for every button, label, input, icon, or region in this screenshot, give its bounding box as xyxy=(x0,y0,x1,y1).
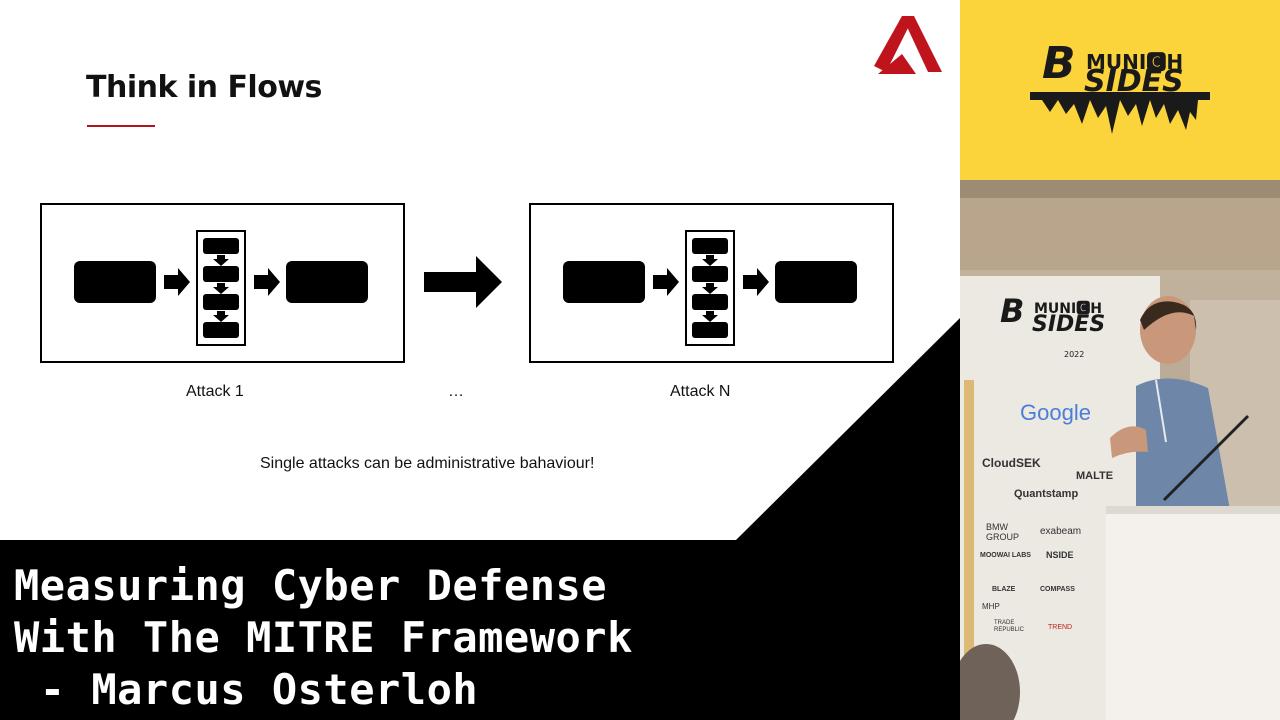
attack-n-caption: Attack N xyxy=(670,383,731,400)
flow-arrow-icon xyxy=(743,268,769,296)
stand-logo-city: MUNI🅲H xyxy=(1034,301,1102,317)
attack-flow-diagram-1 xyxy=(40,203,405,363)
slide-note: Single attacks can be administrative bah… xyxy=(260,455,595,472)
flow-stack-frame xyxy=(196,230,246,346)
stage-scene-image xyxy=(960,180,1280,720)
slide-corner-shape xyxy=(736,318,960,540)
attack-flow-diagram-n xyxy=(529,203,894,363)
attack-1-caption: Attack 1 xyxy=(186,383,244,400)
title-underline xyxy=(87,125,155,127)
flow-diagram-graphic xyxy=(74,230,368,346)
sponsor-logo: MOOWAI LABS xyxy=(980,552,1031,559)
sponsor-logo: TRADE REPUBLIC xyxy=(994,620,1025,633)
sponsor-logo: NSIDE xyxy=(1046,550,1074,560)
flow-arrow-icon xyxy=(653,268,679,296)
city-skyline-icon xyxy=(1030,92,1210,134)
sponsor-logo: TREND xyxy=(1048,624,1073,631)
flow-node-start xyxy=(563,261,645,303)
flow-arrow-icon xyxy=(164,268,190,296)
event-logo-suffix: SIDES xyxy=(1084,64,1184,99)
video-title-line-3: - Marcus Osterloh xyxy=(14,665,479,714)
sponsor-logo: BLAZE xyxy=(992,586,1016,593)
sponsor-logo: Google xyxy=(1020,400,1091,425)
big-right-arrow-icon xyxy=(424,256,502,308)
sponsor-logo: COMPASS xyxy=(1040,586,1075,593)
slide-title: Think in Flows xyxy=(86,70,322,105)
stand-logo-year: 2022 xyxy=(1064,350,1085,359)
stand-logo-prefix: B xyxy=(1000,292,1025,330)
stand-logo-suffix: SIDES xyxy=(1032,312,1106,337)
flow-diagram-graphic xyxy=(563,230,857,346)
flow-node-end xyxy=(775,261,857,303)
sponsor-logo: exabeam xyxy=(1040,526,1082,537)
presentation-slide: Think in Flows xyxy=(0,0,960,540)
sponsor-logo: BMW GROUP xyxy=(986,522,1020,542)
flow-node-end xyxy=(286,261,368,303)
video-title: Measuring Cyber Defense With The MITRE F… xyxy=(14,560,633,716)
video-title-line-2: With The MITRE Framework xyxy=(14,613,633,662)
video-title-line-1: Measuring Cyber Defense xyxy=(14,561,608,610)
flow-arrow-icon xyxy=(254,268,280,296)
sponsor-logo: MHP xyxy=(982,602,1000,611)
event-logo-city: MUNI🅲H xyxy=(1086,50,1184,74)
ellipsis-caption: … xyxy=(448,383,464,400)
flow-node-start xyxy=(74,261,156,303)
event-logo-prefix: B xyxy=(1042,38,1076,89)
speaker-camera-feed: B MUNI🅲H SIDES 2022 Google CloudSEK MALT… xyxy=(960,180,1280,720)
flow-stack-frame xyxy=(685,230,735,346)
sponsor-logo: CloudSEK xyxy=(982,456,1041,470)
sponsor-logo: Quantstamp xyxy=(1014,488,1079,500)
company-logo-icon xyxy=(874,16,942,74)
event-banner: B MUNI🅲H SIDES xyxy=(960,0,1280,180)
sponsor-logo: MALTE xyxy=(1076,470,1114,482)
